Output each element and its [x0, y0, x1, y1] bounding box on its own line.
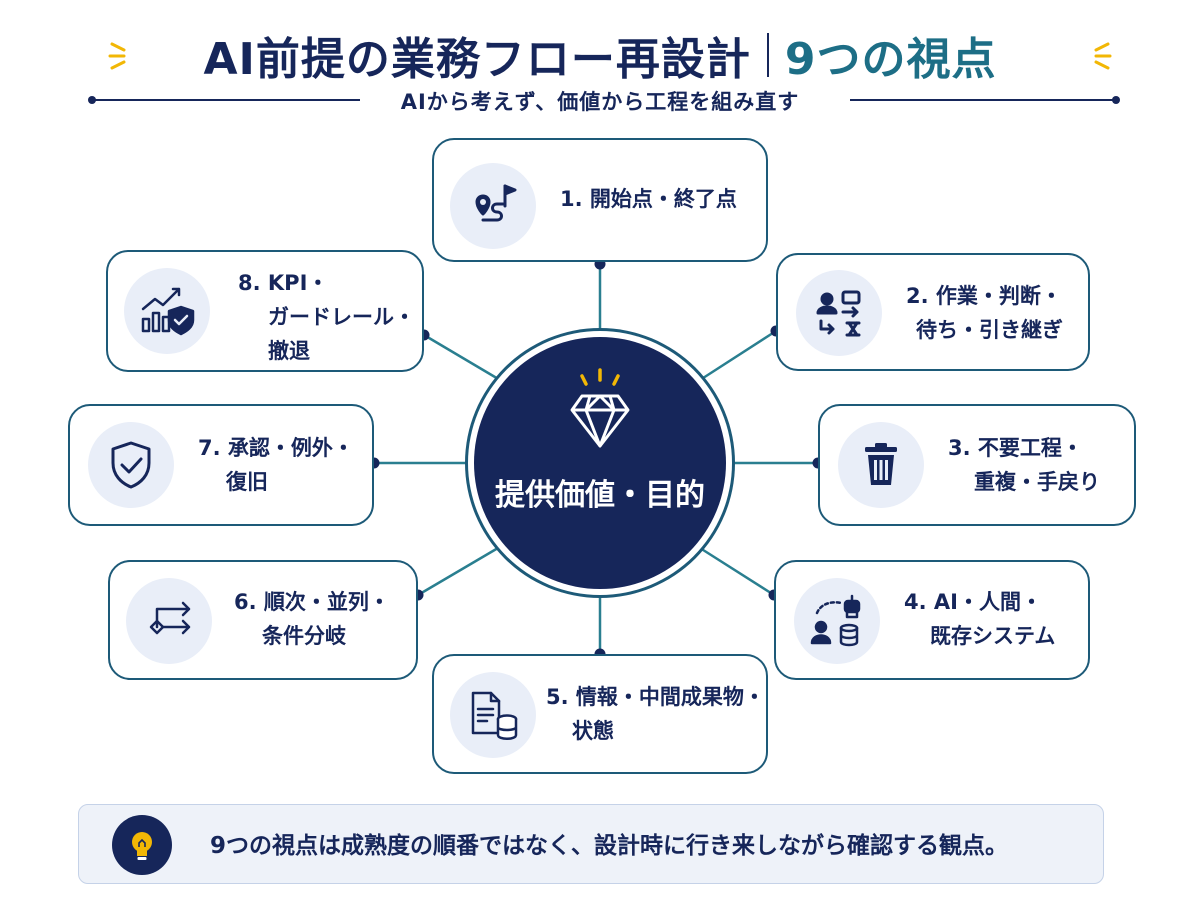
footer-note-box [78, 804, 1104, 884]
hub-label: 提供価値・目的 [495, 478, 705, 513]
perspective-label-3: 3. 不要工程・ 重複・手戻り [948, 436, 1100, 494]
page-title: AI前提の業務フロー再設計 9つの視点 [0, 22, 1200, 88]
location-flag-route-icon [450, 163, 536, 249]
sparkle-right-icon [1094, 42, 1112, 70]
subtitle: AIから考えず、価値から工程を組み直す [400, 90, 800, 114]
trash-icon [838, 422, 924, 508]
sparkle-left-icon [108, 42, 126, 70]
title-separator [766, 33, 769, 77]
perspective-label-2: 2. 作業・判断・ 待ち・引き継ぎ [906, 284, 1063, 342]
chart-shield-icon [124, 268, 210, 354]
subtitle-rule-left [92, 99, 360, 101]
lightbulb-icon [112, 815, 172, 875]
perspective-label-4: 4. AI・人間・ 既存システム [904, 590, 1056, 648]
shield-check-icon [88, 422, 174, 508]
person-robot-database-icon [794, 578, 880, 664]
perspective-label-8: 8. KPI・ ガードレール・ 撤退 [238, 271, 415, 363]
title-main: AI前提の業務フロー再設計 [203, 34, 751, 85]
title-accent: 9つの視点 [784, 34, 997, 85]
footer-text: 9つの視点は成熟度の順番ではなく、設計時に行き来しながら確認する観点。 [210, 833, 1009, 859]
perspective-label-5: 5. 情報・中間成果物・ 状態 [546, 685, 765, 743]
perspective-label-7: 7. 承認・例外・ 復旧 [198, 436, 354, 494]
person-task-hourglass-icon [796, 270, 882, 356]
diamond-icon [570, 368, 630, 448]
subtitle-rule-right [850, 99, 1116, 101]
perspective-label-6: 6. 順次・並列・ 条件分岐 [234, 590, 390, 648]
branch-arrows-icon [126, 578, 212, 664]
document-database-icon [450, 672, 536, 758]
subtitle-dot-right [1112, 96, 1120, 104]
perspective-label-1: 1. 開始点・終了点 [560, 187, 737, 211]
